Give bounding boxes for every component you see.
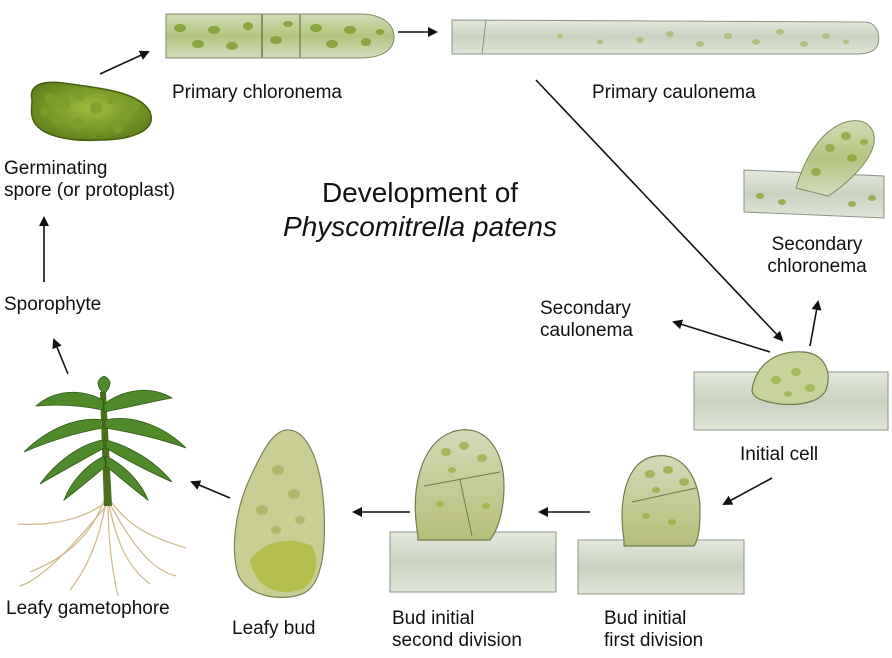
arrow-initial-to-secondary-caulonema xyxy=(672,319,771,353)
leafy-gametophore-label: Leafy gametophore xyxy=(6,598,170,619)
secondary-caulonema-label: Secondary caulonema xyxy=(540,298,633,341)
arrow-spore-to-chloronema xyxy=(99,50,150,75)
sporophyte-label: Sporophyte xyxy=(4,294,102,315)
primary-caulonema-label: Primary caulonema xyxy=(592,82,756,103)
leafy-gametophore-image xyxy=(17,375,187,597)
arrow-initial-to-bud-first xyxy=(722,477,773,505)
initial-cell-image xyxy=(693,351,889,431)
leafy-bud-image xyxy=(233,429,326,598)
diagram-title: Development of Physcomitrella patens xyxy=(250,176,590,244)
germinating-spore-label: Germinating spore (or protoplast) xyxy=(4,158,176,201)
primary-caulonema-image xyxy=(451,19,880,55)
arrow-initial-to-secondary-chloronema xyxy=(809,300,822,347)
primary-chloronema-label: Primary chloronema xyxy=(172,82,342,103)
arrow-leafy-bud-to-gametophore xyxy=(190,480,231,499)
bud-initial-first-division-image xyxy=(577,455,745,595)
bud-initial-second-division-image xyxy=(389,429,557,593)
primary-chloronema-image xyxy=(165,13,395,59)
bud-initial-first-division-label: Bud initial first division xyxy=(604,608,704,651)
arrow-caulonema-to-initial xyxy=(535,79,784,342)
bud-initial-second-division-label: Bud initial second division xyxy=(392,608,522,651)
secondary-chloronema-label: Secondary chloronema xyxy=(767,234,867,277)
arrow-gametophore-to-sporophyte xyxy=(52,338,69,375)
initial-cell-label: Initial cell xyxy=(740,444,819,465)
title-line-2: Physcomitrella patens xyxy=(283,211,557,242)
title-line-1: Development of xyxy=(321,177,519,208)
secondary-chloronema-image xyxy=(743,120,885,219)
germinating-spore-image xyxy=(30,81,153,142)
cycle-arrows xyxy=(39,27,822,517)
leafy-bud-label: Leafy bud xyxy=(232,618,316,639)
